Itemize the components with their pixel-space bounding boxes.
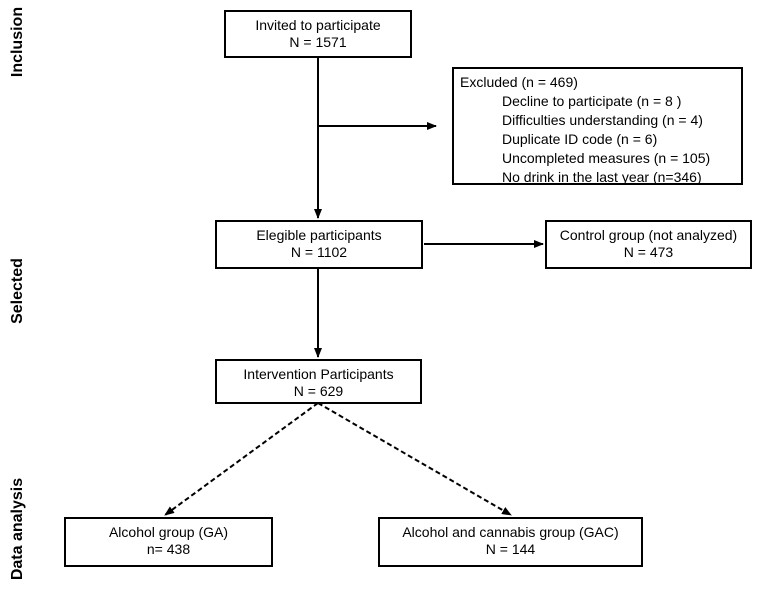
alcohol-title: Alcohol group (GA) [108,524,229,540]
invited-title: Invited to participate [255,17,381,33]
excluded-reason: Decline to participate (n = 8 ) [502,93,682,109]
control-count: N = 473 [623,244,674,260]
control-title: Control group (not analyzed) [559,227,738,243]
side-label-data-analysis: Data analysis [9,477,26,581]
eligible-count: N = 1102 [290,244,348,260]
alcohol-cannabis-title: Alcohol and cannabis group (GAC) [402,524,619,540]
box-invited: Invited to participate N = 1571 [224,10,412,58]
arrow-intervention-to-alcohol [164,402,319,516]
arrow-intervention-to-alcohol-cannabis [317,402,512,516]
box-eligible: Elegible participants N = 1102 [215,220,423,269]
side-label-inclusion: Inclusion [9,6,26,78]
box-control: Control group (not analyzed) N = 473 [545,220,752,269]
intervention-count: N = 629 [293,383,344,399]
intervention-title: Intervention Participants [243,366,394,382]
box-alcohol-cannabis: Alcohol and cannabis group (GAC) N = 144 [378,517,643,567]
excluded-reason: No drink in the last year (n=346) [502,169,702,185]
excluded-reason: Difficulties understanding (n = 4) [502,112,703,128]
excluded-reason: Duplicate ID code (n = 6) [502,131,658,147]
box-excluded: Excluded (n = 469) Decline to participat… [452,67,743,185]
eligible-title: Elegible participants [256,227,382,243]
alcohol-cannabis-count: N = 144 [485,541,536,557]
alcohol-count: n= 438 [146,541,191,557]
box-intervention: Intervention Participants N = 629 [215,359,422,404]
box-alcohol: Alcohol group (GA) n= 438 [64,517,273,567]
side-label-selected: Selected [9,258,26,324]
excluded-reason: Uncompleted measures (n = 105) [502,150,711,166]
excluded-title: Excluded (n = 469) [460,74,578,90]
invited-count: N = 1571 [289,34,347,50]
